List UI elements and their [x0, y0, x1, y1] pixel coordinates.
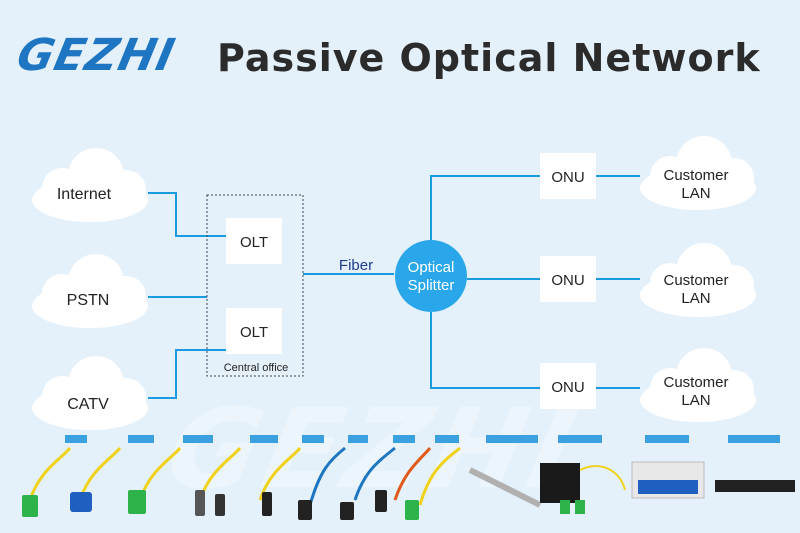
- onu-box-3: [540, 363, 596, 409]
- customer-label-2-line2: LAN: [681, 290, 710, 307]
- onu-label-3: ONU: [551, 379, 584, 396]
- cloud-pstn: [32, 254, 148, 328]
- customer-label-3-line1: Customer: [663, 374, 728, 391]
- link-splitter-onu-1: [430, 175, 540, 240]
- source-label-catv: CATV: [67, 396, 109, 413]
- customer-label-2-line1: Customer: [663, 272, 728, 289]
- central-office-frame: [206, 194, 304, 377]
- product-tag: [728, 435, 780, 443]
- product-tag: [558, 435, 602, 443]
- product-tag: [486, 435, 538, 443]
- source-label-pstn: PSTN: [67, 292, 110, 309]
- product-tag: [435, 435, 459, 443]
- splitter-label-line1: Optical: [408, 259, 455, 276]
- product-tag: [250, 435, 278, 443]
- product-tag: [393, 435, 415, 443]
- olt-label-1: OLT: [240, 234, 268, 251]
- product-tag: [302, 435, 324, 443]
- onu-box-1: [540, 153, 596, 199]
- link-splitter-onu-3: [430, 312, 540, 389]
- product-tag: [348, 435, 368, 443]
- splitter-label-line2: Splitter: [408, 277, 455, 294]
- cloud-catv: [32, 356, 148, 430]
- page-title: Passive Optical Network: [217, 36, 761, 80]
- source-label-internet: Internet: [57, 186, 112, 203]
- fiber-label: Fiber: [339, 257, 373, 274]
- product-tag: [128, 435, 154, 443]
- product-strip: [22, 446, 795, 520]
- link-catv-olt: [148, 349, 226, 399]
- product-tag: [65, 435, 87, 443]
- product-tag: [183, 435, 213, 443]
- olt-box-1: [226, 218, 282, 264]
- customer-label-1-line2: LAN: [681, 185, 710, 202]
- optical-splitter: [395, 240, 467, 312]
- customer-label-1-line1: Customer: [663, 167, 728, 184]
- onu-box-2: [540, 256, 596, 302]
- onu-label-1: ONU: [551, 169, 584, 186]
- onu-label-2: ONU: [551, 272, 584, 289]
- olt-box-2: [226, 308, 282, 354]
- customer-label-3-line2: LAN: [681, 392, 710, 409]
- central-office-label: Central office: [224, 362, 289, 374]
- product-tag: [645, 435, 689, 443]
- cloud-internet: [32, 148, 148, 222]
- olt-label-2: OLT: [240, 324, 268, 341]
- link-internet-olt: [148, 192, 226, 237]
